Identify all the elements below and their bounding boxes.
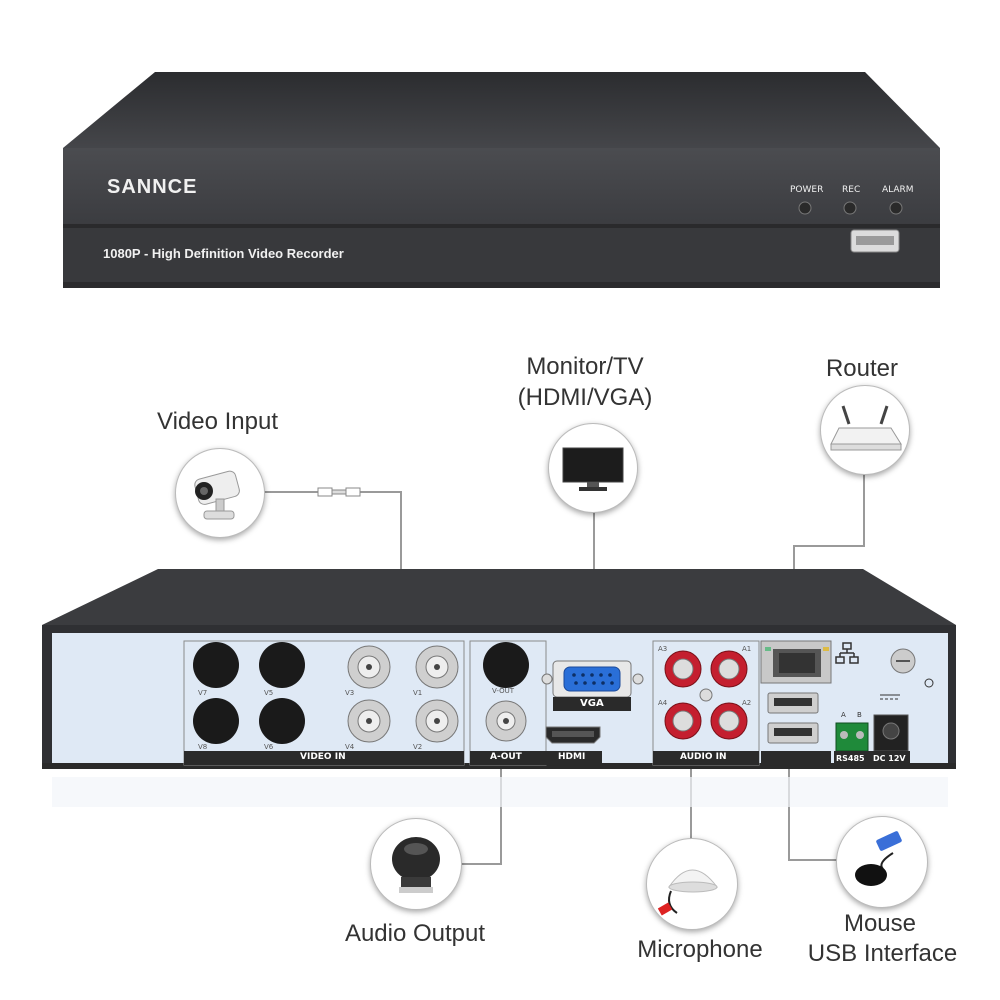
port-label-v4: V4	[345, 743, 355, 751]
port-label-v8: V8	[198, 743, 208, 751]
rear-recorder-body	[42, 569, 956, 807]
rs485-pin-b: B	[857, 711, 862, 719]
mouse-cable-line	[788, 859, 838, 861]
audio-port-a3: A3	[658, 645, 668, 653]
rec-indicator-label: REC	[842, 185, 861, 195]
audio-output-label: Audio Output	[344, 920, 486, 947]
audio-port-a4: A4	[658, 699, 668, 707]
front-recorder-body	[63, 72, 940, 288]
router-cable-line	[793, 545, 865, 547]
mouse-label-line1: Mouse	[843, 910, 917, 937]
a-out-label: A-OUT	[490, 752, 522, 762]
router-cable-drop	[863, 463, 865, 546]
router-icon	[830, 405, 902, 451]
microphone-circle	[646, 838, 738, 930]
front-recorder: SANNCE 1080P - High Definition Video Rec…	[55, 70, 945, 300]
router-label: Router	[825, 355, 899, 382]
microphone-label: Microphone	[637, 936, 763, 963]
audio-cable-line	[442, 863, 502, 865]
monitor-icon	[562, 447, 624, 491]
port-label-v2: V2	[413, 743, 423, 751]
port-label-v6: V6	[264, 743, 274, 751]
video-input-label: Video Input	[157, 408, 278, 435]
video-in-label: VIDEO IN	[300, 752, 346, 762]
brand-logo: SANNCE	[107, 176, 198, 198]
dc-label: DC 12V	[873, 754, 906, 763]
audio-port-a1: A1	[742, 645, 752, 653]
speaker-icon	[392, 837, 440, 893]
rear-recorder: VIDEO IN A-OUT VGA HDMI AUDIO IN RS485 D…	[38, 565, 960, 810]
monitor-label-line1: Monitor/TV	[526, 353, 644, 380]
camera-circle	[175, 448, 265, 538]
alarm-indicator-label: ALARM	[882, 185, 914, 195]
model-text: 1080P - High Definition Video Recorder	[103, 246, 344, 261]
coax-connector-icon	[317, 487, 361, 497]
bullet-camera-icon	[194, 470, 240, 520]
rs485-label: RS485	[836, 754, 865, 763]
port-label-v1: V1	[413, 689, 423, 697]
audio-in-label: AUDIO IN	[680, 752, 727, 762]
mouse-icon	[855, 831, 902, 886]
monitor-circle	[548, 423, 638, 513]
monitor-label-line2: (HDMI/VGA)	[517, 384, 653, 411]
hdmi-label: HDMI	[558, 752, 586, 762]
mouse-label-line2: USB Interface	[807, 940, 958, 967]
router-circle	[820, 385, 910, 475]
mouse-circle	[836, 816, 928, 908]
rs485-pin-a: A	[841, 711, 846, 719]
power-indicator-label: POWER	[790, 185, 824, 195]
audio-port-a2: A2	[742, 699, 752, 707]
microphone-icon	[657, 869, 718, 916]
vga-label: VGA	[580, 698, 604, 709]
port-label-v5: V5	[264, 689, 274, 697]
port-label-v3: V3	[345, 689, 355, 697]
v-out-label: V-OUT	[492, 687, 515, 695]
port-label-v7: V7	[198, 689, 208, 697]
speaker-circle	[370, 818, 462, 910]
